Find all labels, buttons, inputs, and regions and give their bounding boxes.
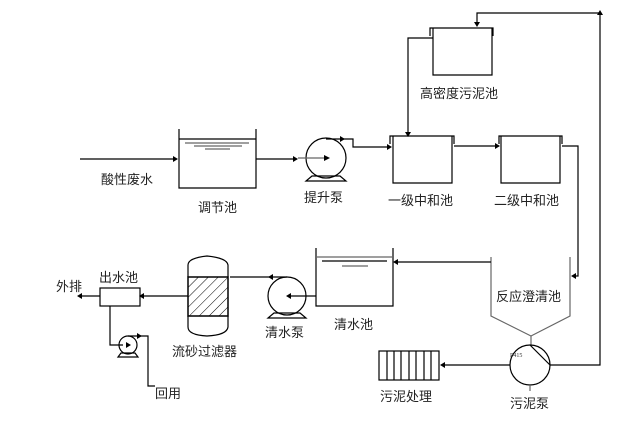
clear-water-pump-label: 清水泵 — [265, 326, 304, 341]
outlet-tank — [99, 287, 141, 307]
clear-water-pump-icon — [230, 274, 316, 319]
primary-neutralization-label: 一级中和池 — [388, 194, 453, 209]
primary-neutralization-tank — [389, 135, 455, 184]
equalization-tank-label: 调节池 — [198, 201, 237, 216]
reuse-pump-icon — [116, 333, 155, 387]
equalization-tank — [178, 129, 257, 189]
acid-wastewater-label: 酸性废水 — [101, 172, 153, 188]
secondary-neutralization-label: 二级中和池 — [494, 194, 559, 209]
sand-filter-label: 流砂过滤器 — [172, 345, 237, 360]
reaction-clarifier — [490, 257, 571, 345]
sand-filter — [187, 255, 229, 337]
reuse-label: 回用 — [155, 387, 181, 402]
acid-wastewater-inlet — [80, 156, 178, 162]
sludge-treatment-press — [378, 350, 440, 381]
reaction-clarifier-label: 反应澄清池 — [496, 289, 561, 305]
pipe-hd-sludge-to-primary — [407, 37, 433, 134]
clear-water-tank-label: 清水池 — [334, 318, 373, 333]
sludge-treatment-label: 污泥处理 — [380, 390, 432, 405]
sludge-pump-tag: P415 — [510, 353, 522, 359]
sludge-pump-label: 污泥泵 — [510, 397, 549, 412]
pipe-secondary-to-clarifier — [562, 145, 579, 277]
sludge-pump-icon — [509, 344, 551, 391]
pipe-lift-pump-to-primary — [343, 138, 389, 148]
discharge-label: 外排 — [56, 280, 82, 295]
hd-sludge-tank — [429, 27, 494, 76]
lift-pump-label: 提升泵 — [304, 190, 343, 206]
hd-sludge-tank-label: 高密度污泥池 — [420, 86, 498, 102]
secondary-neutralization-tank — [498, 135, 563, 184]
outlet-tank-label: 出水池 — [99, 271, 138, 286]
clear-water-tank — [315, 248, 394, 307]
lift-pump-icon — [298, 136, 348, 182]
pipe-sludge-return — [476, 12, 601, 366]
